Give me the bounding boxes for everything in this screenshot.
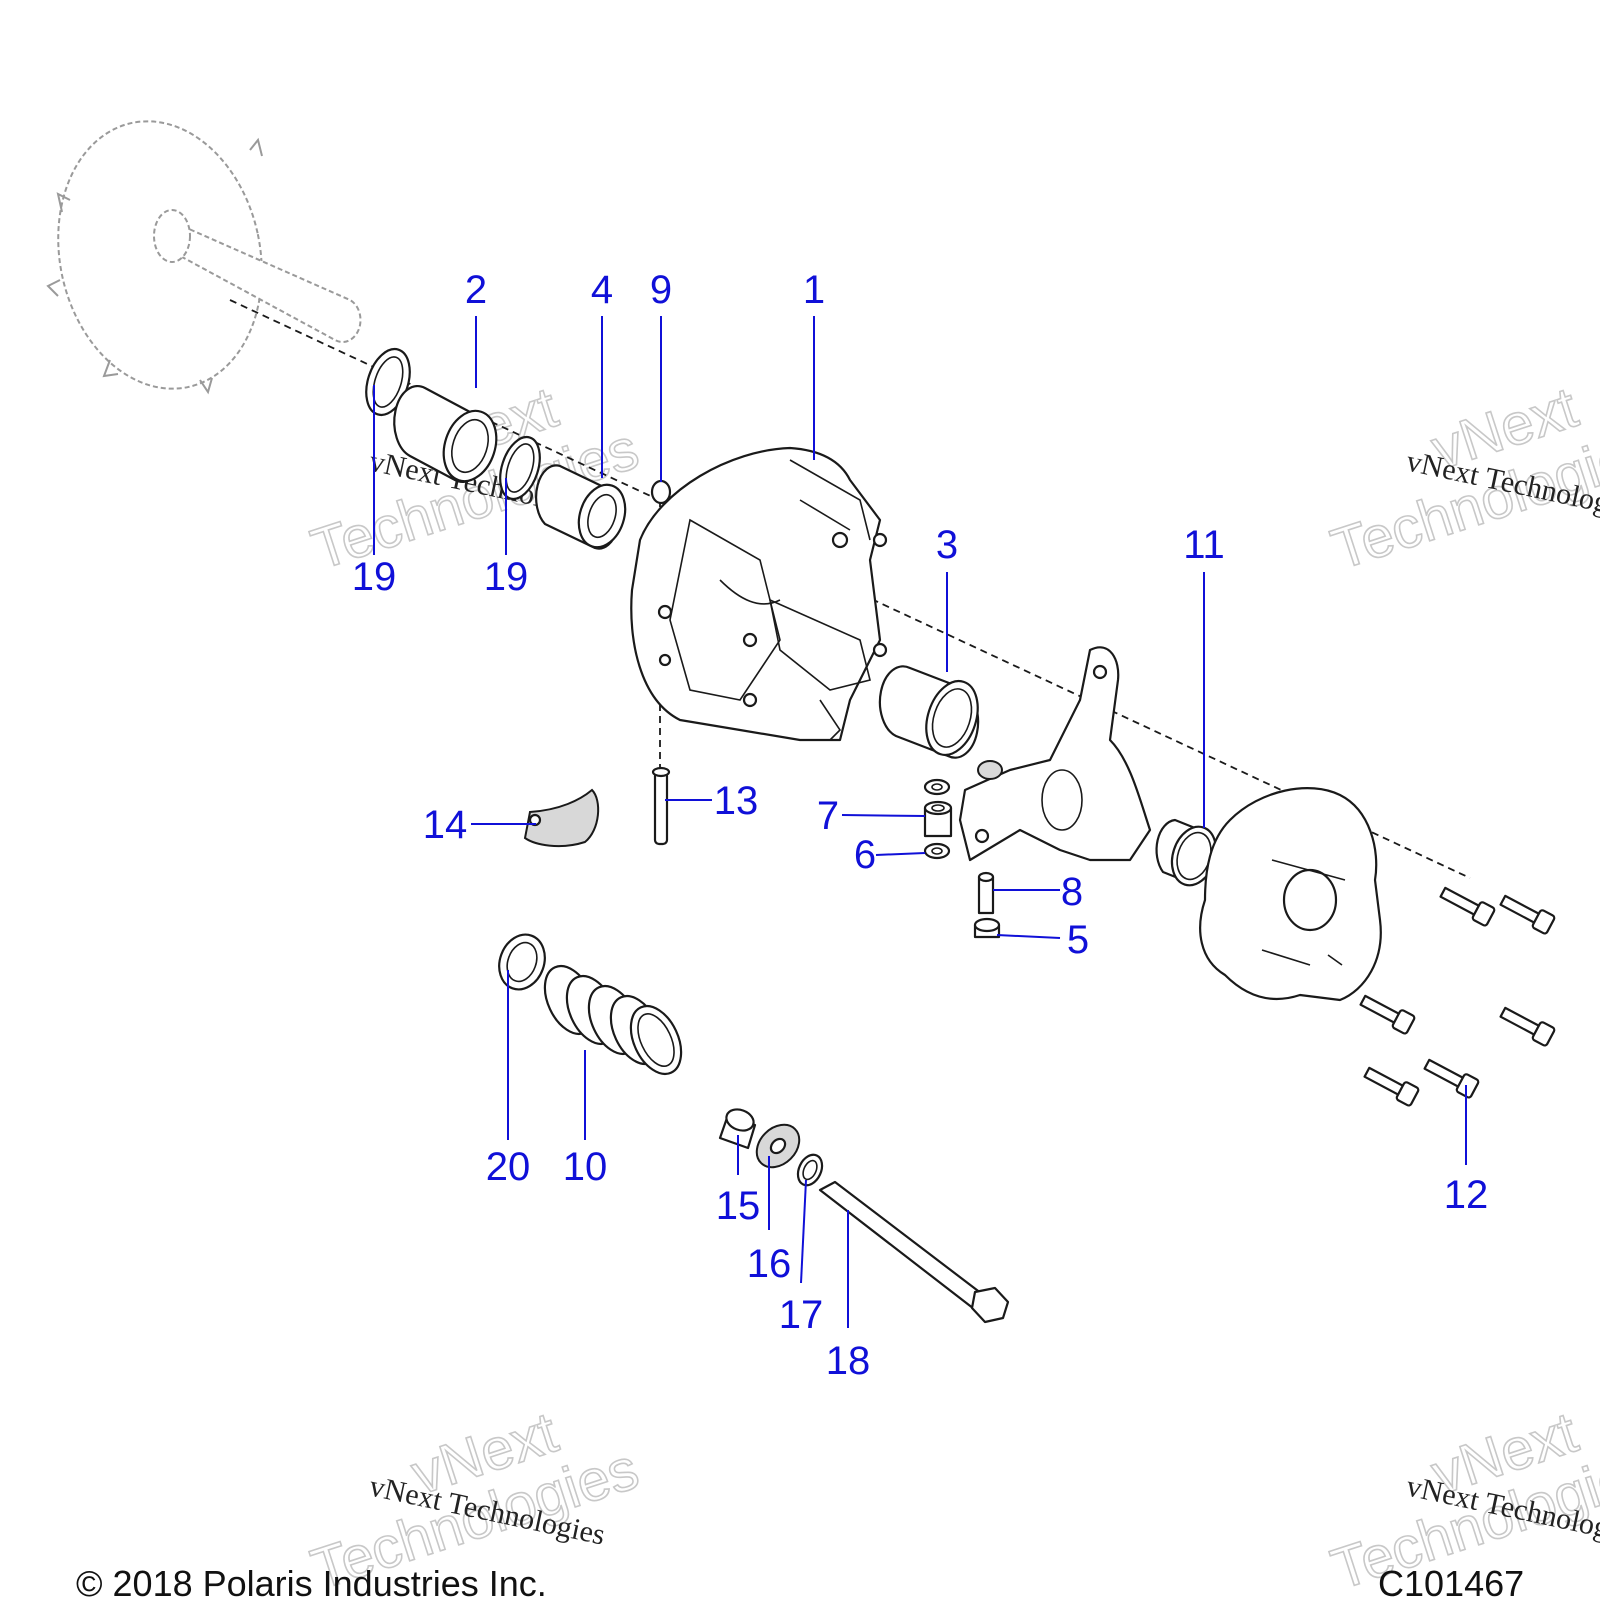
bushing-3 — [878, 665, 980, 759]
snap-ring-19b — [499, 435, 541, 501]
callout-11: 11 — [1183, 523, 1225, 567]
copyright-text: © 2018 Polaris Industries Inc. — [76, 1563, 547, 1600]
button-5 — [973, 917, 1001, 939]
washer-16 — [755, 1123, 801, 1169]
callout-1: 1 — [803, 268, 825, 312]
callout-labels: 1 2 3 4 5 6 7 8 9 10 11 12 13 14 15 16 1… — [352, 268, 1489, 1383]
weight-14 — [523, 788, 600, 848]
bushing-11 — [1155, 818, 1218, 887]
washer-6 — [923, 842, 951, 860]
callout-13: 13 — [714, 779, 759, 823]
bolt-set-12 — [1359, 886, 1556, 1107]
callout-8: 8 — [1061, 870, 1083, 914]
cover-plate — [1199, 787, 1382, 1002]
bushing-2 — [393, 385, 498, 483]
snap-ring-17 — [796, 1153, 824, 1187]
sheave-housing-1 — [630, 446, 888, 742]
callout-6: 6 — [854, 833, 876, 877]
callout-19b: 19 — [484, 555, 529, 599]
callout-17: 17 — [779, 1293, 824, 1337]
pin-8 — [977, 871, 995, 915]
callout-3: 3 — [936, 523, 958, 567]
bolt-18 — [818, 1180, 1010, 1324]
leader-lines — [373, 316, 1467, 1328]
callout-16: 16 — [747, 1242, 792, 1286]
washer-6-top — [923, 778, 951, 796]
watermark-top-right: vNext Technologies vNext Technologies — [1323, 374, 1600, 583]
callout-10: 10 — [563, 1145, 608, 1189]
callout-12: 12 — [1444, 1173, 1489, 1217]
bushing-4 — [535, 464, 627, 550]
callout-9: 9 — [650, 268, 672, 312]
callout-18: 18 — [826, 1339, 871, 1383]
spacer-15 — [718, 1108, 757, 1150]
spider-hub — [958, 646, 1152, 862]
callout-19a: 19 — [352, 555, 397, 599]
callout-20: 20 — [486, 1145, 531, 1189]
pin-13 — [651, 766, 671, 846]
ghost-sheave — [46, 120, 362, 395]
callout-4: 4 — [591, 268, 613, 312]
callout-5: 5 — [1067, 918, 1089, 962]
roller-7 — [923, 800, 953, 838]
callout-2: 2 — [465, 268, 487, 312]
drawing-id: C101467 — [1378, 1563, 1524, 1600]
callout-7: 7 — [817, 794, 839, 838]
spring-10 — [543, 964, 683, 1076]
callout-15: 15 — [716, 1184, 761, 1228]
callout-14: 14 — [423, 803, 468, 847]
spring-seat-20 — [498, 933, 546, 991]
